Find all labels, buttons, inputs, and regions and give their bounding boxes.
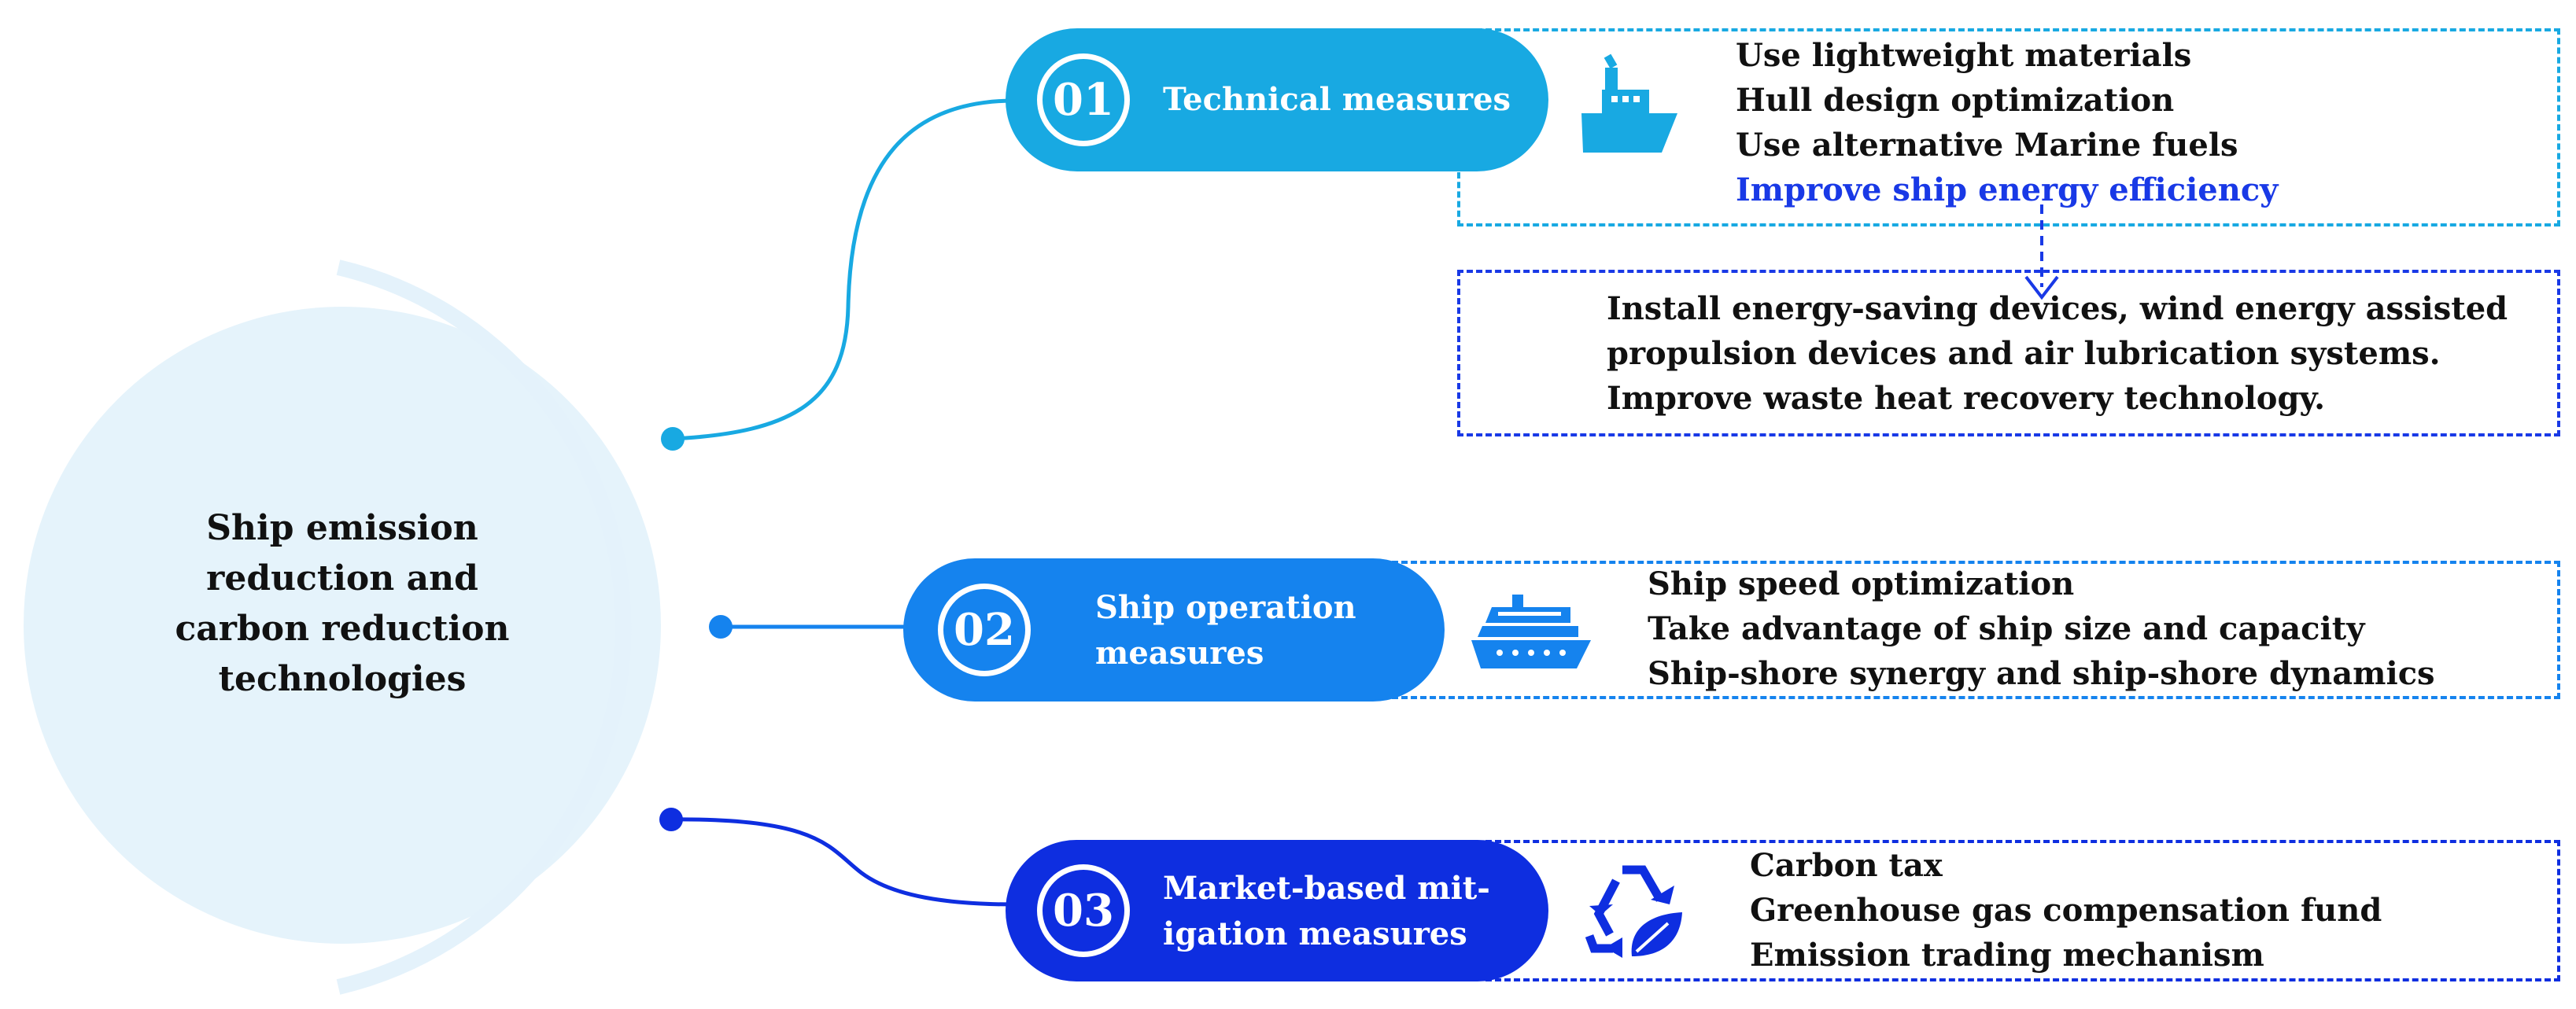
branch-01-subitems: Install energy-saving devices, wind ener… bbox=[1607, 286, 2508, 421]
item-text: Emission trading mechanism bbox=[1750, 937, 2264, 974]
branch-02-number: 02 bbox=[938, 584, 1031, 676]
outer-ring-arc bbox=[336, 260, 632, 995]
recycle-leaf-icon bbox=[1585, 865, 1682, 958]
subitem-text: Install energy-saving devices, wind ener… bbox=[1607, 290, 2508, 327]
branch-01-number: 01 bbox=[1037, 53, 1130, 146]
branch-03-label: Market-based mit- igation measures bbox=[1163, 870, 1490, 952]
branch-02-label: Ship operation measures bbox=[1095, 589, 1356, 672]
steamship-icon bbox=[1581, 53, 1677, 153]
subitem-text: propulsion devices and air lubrication s… bbox=[1607, 335, 2441, 372]
center-title: Ship emission reduction and carbon reduc… bbox=[175, 508, 510, 699]
item-text: Use lightweight materials bbox=[1736, 37, 2192, 74]
item-text: Hull design optimization bbox=[1736, 82, 2175, 119]
connector-dot-03 bbox=[659, 808, 683, 831]
cruise-ship-icon bbox=[1471, 595, 1591, 668]
connector-dot-02 bbox=[709, 615, 733, 639]
arrow-head bbox=[2024, 275, 2059, 300]
branch-01-items: Use lightweight materials Hull design op… bbox=[1736, 33, 2278, 212]
branch-03-number: 03 bbox=[1037, 864, 1130, 957]
item-text: Ship-shore synergy and ship-shore dynami… bbox=[1648, 655, 2435, 692]
item-text: Take advantage of ship size and capacity bbox=[1648, 610, 2365, 647]
connector-03 bbox=[670, 817, 1016, 907]
item-text: Use alternative Marine fuels bbox=[1736, 127, 2238, 164]
center-circle bbox=[24, 307, 661, 944]
connector-01 bbox=[672, 98, 1016, 441]
connector-dot-01 bbox=[661, 427, 685, 451]
branch-02-items: Ship speed optimization Take advantage o… bbox=[1648, 562, 2435, 696]
item-text: Greenhouse gas compensation fund bbox=[1750, 892, 2382, 929]
item-text: Carbon tax bbox=[1750, 847, 1943, 884]
highlight-item: Improve ship energy efficiency bbox=[1736, 171, 2279, 208]
branch-01-label: Technical measures bbox=[1163, 81, 1511, 118]
subitem-text: Improve waste heat recovery technology. bbox=[1607, 380, 2325, 417]
branch-03-items: Carbon tax Greenhouse gas compensation f… bbox=[1750, 843, 2382, 978]
branch-01-subbox bbox=[1457, 270, 2560, 436]
item-text: Ship speed optimization bbox=[1648, 565, 2075, 602]
